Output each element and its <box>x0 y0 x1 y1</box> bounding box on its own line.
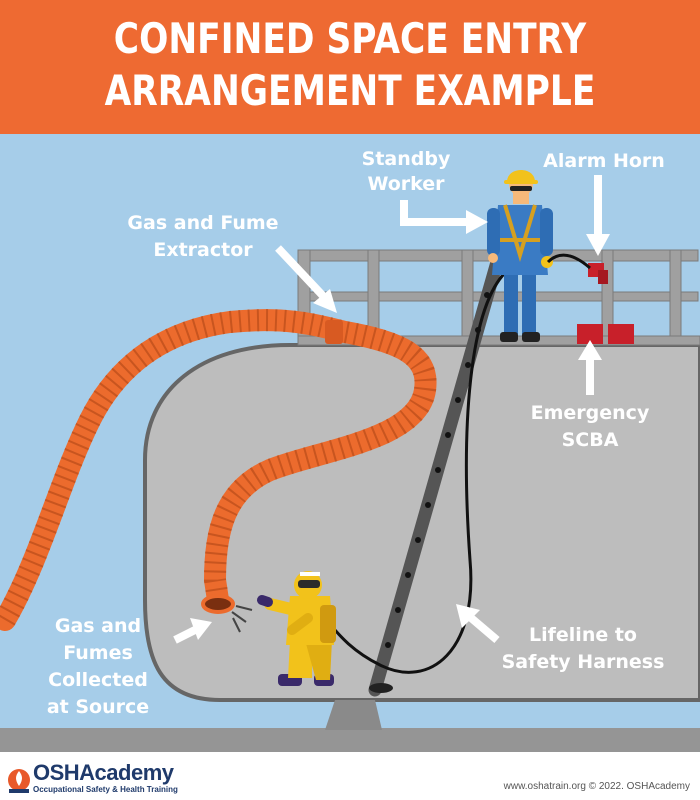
label-scba-line1: Emergency <box>531 402 650 424</box>
label-gas-extractor-line2: Extractor <box>153 239 253 261</box>
title-banner: CONFINED SPACE ENTRY ARRANGEMENT EXAMPLE <box>0 0 700 134</box>
ladder-rungs <box>385 292 490 648</box>
fume-lines <box>231 605 253 633</box>
ladder-foot <box>369 683 393 693</box>
standby-arrow-head <box>466 210 488 234</box>
label-standby-line2: Worker <box>367 173 445 195</box>
label-collected-line2: Fumes <box>63 642 133 664</box>
label-gas-extractor-line1: Gas and Fume <box>127 212 278 234</box>
ground <box>0 728 700 752</box>
label-standby-line1: Standby <box>362 148 451 170</box>
label-collected-line4: at Source <box>47 696 149 718</box>
label-collected-line3: Collected <box>48 669 148 691</box>
hose-nozzle <box>201 594 235 614</box>
scba-cases <box>577 324 634 344</box>
horn-cable <box>546 253 591 270</box>
label-collected-line1: Gas and <box>55 615 141 637</box>
label-alarm-horn: Alarm Horn <box>543 150 665 172</box>
brand-tagline: Occupational Safety & Health Training <box>33 785 178 794</box>
title-line-1: CONFINED SPACE ENTRY <box>113 14 587 63</box>
standby-worker <box>487 170 553 342</box>
hose-ribbing <box>0 309 437 626</box>
hose-coupling <box>325 320 343 344</box>
label-lifeline-line1: Lifeline to <box>529 624 637 646</box>
oshacademy-logo-icon <box>8 769 30 793</box>
label-scba-line2: SCBA <box>562 429 619 451</box>
callout-arrows <box>173 175 610 644</box>
brand-name: OSHAcademy <box>33 760 174 785</box>
alarm-horn <box>588 263 608 284</box>
entrant-worker <box>257 571 336 686</box>
tank-support <box>325 700 382 730</box>
copyright-text: www.oshatrain.org © 2022. OSHAcademy <box>503 781 690 792</box>
title-line-2: ARRANGEMENT EXAMPLE <box>104 66 596 115</box>
label-lifeline-line2: Safety Harness <box>502 651 665 673</box>
